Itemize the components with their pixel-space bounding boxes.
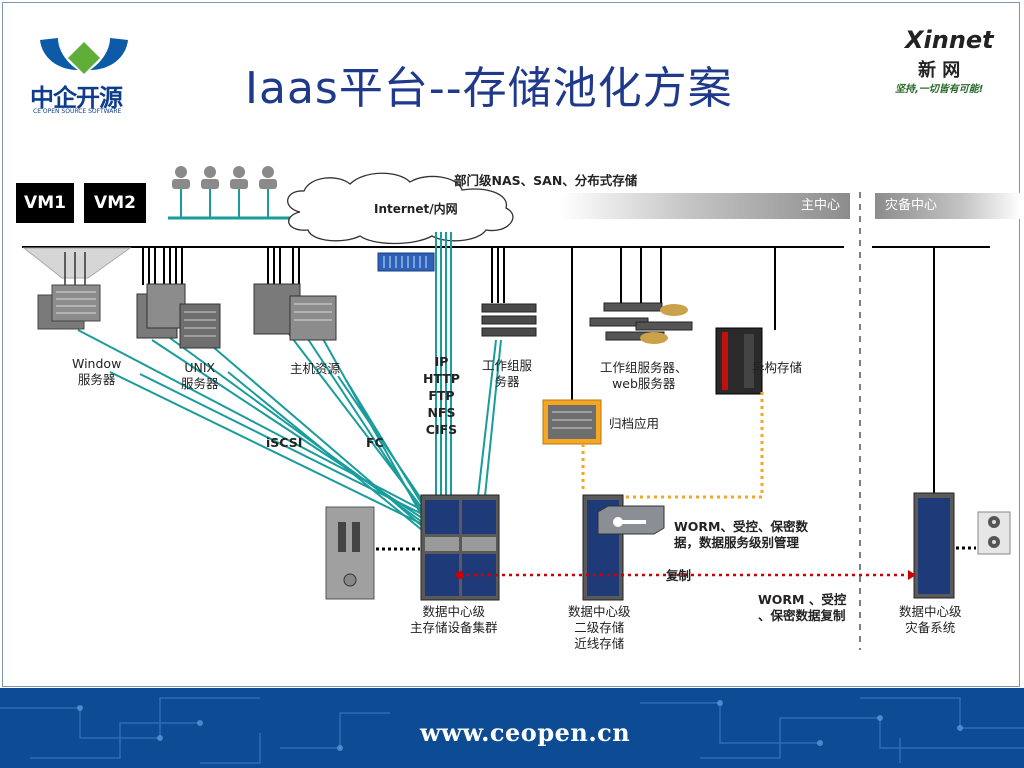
- page-title: Iaas平台--存储池化方案: [245, 63, 733, 114]
- secondary-storage-label: 数据中心级 二级存储 近线存储: [568, 604, 631, 652]
- protocol-http: HTTP: [423, 371, 460, 386]
- fc-label: FC: [366, 435, 384, 450]
- dr-center-label: 灾备中心: [885, 198, 938, 213]
- dr-storage-label: 数据中心级 灾备系统: [899, 604, 962, 636]
- workgroup-server-label: 工作组服 务器: [482, 358, 532, 390]
- workgroup-server-icon: [481, 303, 537, 337]
- protocol-ip: IP: [434, 354, 449, 369]
- dr-storage-icon: [913, 492, 955, 599]
- footer-url: www.ceopen.cn: [420, 718, 631, 747]
- internet-label: Internet/内网: [374, 202, 458, 216]
- primary-storage-label: 数据中心级 主存储设备集群: [410, 604, 498, 636]
- ceopen-logo: [28, 30, 138, 120]
- protocol-list: IP HTTP FTP NFS CIFS: [423, 353, 460, 438]
- mainframe-icon: [253, 283, 337, 341]
- worm-note-1-line2: 据，数据服务级别管理: [674, 535, 800, 550]
- dr-label-line2: 灾备系统: [905, 620, 956, 635]
- ceopen-logo-text: 中企开源: [30, 84, 123, 112]
- protocol-cifs: CIFS: [425, 422, 458, 437]
- heterogeneous-storage-icon: [715, 327, 763, 395]
- secondary-label-line3: 近线存储: [574, 636, 625, 651]
- topology-diagram: [22, 166, 1011, 650]
- vm1-box: VM1: [16, 183, 74, 223]
- window-label-line1: Window: [72, 356, 122, 371]
- web-server-icon: [589, 302, 693, 344]
- protocol-nfs: NFS: [427, 405, 456, 420]
- web-server-label: 工作组服务器、 web服务器: [600, 360, 688, 392]
- dr-tape-icon: [977, 511, 1011, 555]
- window-server-icon: [37, 284, 101, 330]
- secondary-label-line2: 二级存储: [574, 620, 625, 635]
- footer-banner: [0, 688, 1024, 768]
- workgroup-label-line1: 工作组服: [482, 358, 533, 373]
- main-center-banner: 主中心: [560, 193, 850, 219]
- host-resource-label: 主机资源: [290, 361, 341, 376]
- archive-terminal-icon: [542, 399, 602, 445]
- primary-storage-cluster-icon: [420, 494, 500, 601]
- web-label-line1: 工作组服务器、: [600, 360, 688, 375]
- storage-types-label: 部门级NAS、SAN、分布式存储: [454, 173, 638, 188]
- switch-icon: [377, 252, 435, 272]
- primary-label-line1: 数据中心级: [422, 604, 486, 619]
- unix-label-line2: 服务器: [181, 376, 219, 391]
- archive-label: 归档应用: [609, 416, 660, 431]
- web-label-line2: web服务器: [612, 376, 676, 391]
- internet-cloud-icon: [287, 172, 514, 245]
- worm-note-2-line1: WORM 、受控: [758, 592, 847, 607]
- xinnet-logo-text: Xinnet: [905, 26, 994, 54]
- unix-server-icon: [136, 283, 221, 349]
- workgroup-label-line2: 务器: [494, 374, 520, 389]
- dr-label-line1: 数据中心级: [899, 604, 962, 619]
- main-center-label: 主中心: [800, 198, 840, 213]
- replicate-label: 复制: [666, 568, 692, 583]
- ceopen-logo-icon: [40, 38, 128, 74]
- iscsi-label: iSCSI: [266, 435, 303, 450]
- secondary-label-line1: 数据中心级: [568, 604, 631, 619]
- dr-center-banner: 灾备中心: [875, 193, 1021, 219]
- circuit-pattern-icon: [0, 697, 1024, 764]
- worm-note-1: WORM、受控、保密数 据，数据服务级别管理: [674, 519, 808, 551]
- unix-server-label: UNIX 服务器: [181, 360, 219, 392]
- unix-label-line1: UNIX: [184, 360, 216, 375]
- users-icon: [172, 166, 277, 189]
- xinnet-logo-cn: 新 网: [918, 60, 961, 81]
- protocol-ftp: FTP: [428, 388, 455, 403]
- slide-frame: [2, 2, 1020, 687]
- window-server-label: Window 服务器: [72, 356, 121, 388]
- worm-key-device-icon: [597, 505, 665, 535]
- hetero-storage-label: 异构存储: [752, 360, 803, 375]
- worm-note-2-line2: 、保密数据复制: [758, 608, 846, 623]
- worm-note-2: WORM 、受控 、保密数据复制: [758, 592, 846, 624]
- worm-note-1-line1: WORM、受控、保密数: [674, 519, 808, 534]
- xinnet-slogan: 坚持,一切皆有可能!: [895, 84, 984, 95]
- primary-label-line2: 主存储设备集群: [410, 620, 498, 635]
- ceopen-logo-subtext: CE OPEN SOURCE SOFTWARE: [33, 108, 122, 115]
- vm2-box: VM2: [84, 183, 146, 223]
- window-label-line2: 服务器: [77, 372, 116, 387]
- tape-library-icon: [325, 506, 375, 600]
